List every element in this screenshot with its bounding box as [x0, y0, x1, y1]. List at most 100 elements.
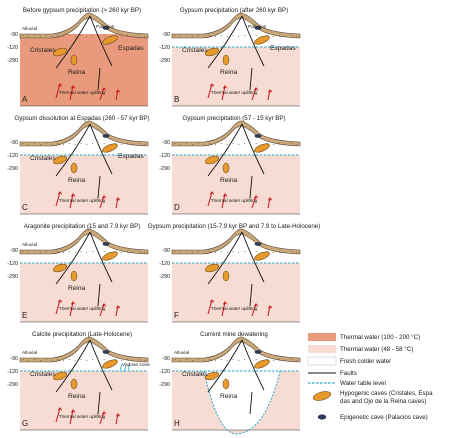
alluvial-grain	[132, 360, 134, 362]
alluvial-grain	[126, 359, 128, 361]
alluvial-grain	[278, 143, 280, 145]
panel-title: Gypsum precipitation (15-7.9 kyr BP and …	[148, 223, 321, 230]
alluvial-grain	[57, 143, 59, 145]
legend-item-watertable: Water table level	[308, 380, 386, 387]
fault-line	[207, 231, 243, 285]
alluvial-grain	[86, 144, 88, 146]
alluvial-grain	[180, 252, 182, 254]
thermal-arrow	[207, 83, 213, 99]
legend-item-fault: Faults	[308, 370, 357, 377]
cristales-label: Cristales	[182, 47, 208, 54]
alluvial-grain	[138, 359, 140, 361]
fault-line	[97, 175, 101, 199]
reina-cave	[222, 54, 230, 66]
fault-line	[249, 175, 253, 199]
cristales-cave	[53, 155, 67, 165]
thermal-arrow-head	[101, 87, 107, 91]
alluvial-cover	[19, 336, 149, 363]
reina-cave	[70, 270, 78, 282]
alluvial-grain	[80, 143, 82, 145]
depth-label: -290	[159, 58, 170, 64]
depth-label: -290	[7, 58, 18, 64]
vadose-arrow	[119, 363, 123, 371]
alluvial-grain	[51, 36, 53, 38]
alluvial-grain	[290, 143, 292, 145]
alluvial-grain	[226, 144, 228, 146]
thermal-arrow	[55, 407, 61, 423]
legend-label: Thermal water (48 - 58 °C)	[340, 346, 413, 353]
thermal-arrow-head	[222, 301, 228, 305]
reina-label: Reina	[220, 177, 238, 184]
fault-line	[89, 231, 113, 283]
alluvial-grain	[68, 35, 70, 37]
alluvial-grain	[209, 35, 211, 37]
espadas-label: Espadas	[270, 45, 296, 52]
alluvial-grain	[34, 35, 36, 37]
alluvial-grain	[74, 36, 76, 38]
alluvial-grain	[180, 144, 182, 146]
reina-label: Reina	[68, 177, 86, 184]
alluvial-grain	[278, 35, 280, 37]
thermal-water-label: Thermal water uplifting	[59, 306, 106, 311]
depth-label: -90	[10, 248, 18, 254]
panel-letter: E	[22, 311, 27, 320]
alluvial-grain	[238, 144, 240, 146]
alluvial-grain	[28, 144, 30, 146]
alluvial-grain	[296, 252, 298, 254]
thermal-arrow-head	[70, 193, 76, 197]
alluvial-grain	[232, 359, 234, 361]
alluvial-cover	[171, 12, 301, 39]
alluvial-grain	[244, 359, 246, 361]
alluvial-label: Alluvial	[22, 242, 37, 248]
alluvial-cover	[19, 12, 149, 39]
legend-label: Thermal water (100 - 200 °C)	[340, 334, 420, 341]
depth-label: -120	[159, 261, 170, 267]
thermal-arrow	[69, 301, 74, 317]
alluvial-grain	[51, 252, 53, 254]
depth-label: -90	[10, 32, 18, 38]
thermal-arrow	[69, 409, 74, 425]
legend: Thermal water (100 - 200 °C) Thermal wate…	[307, 333, 433, 421]
alluvial-grain	[203, 252, 205, 254]
alluvial-grain	[22, 359, 24, 361]
espadas-cave	[254, 251, 270, 261]
alluvial-grain	[22, 143, 24, 145]
legend-label: Fresh colder water	[340, 358, 391, 365]
depth-label: -90	[162, 32, 170, 38]
thermal-arrow	[251, 87, 257, 101]
thermal-arrow-head	[101, 303, 107, 307]
alluvial-grain	[238, 252, 240, 254]
legend-label: Epigenetic cave (Palacios cave)	[340, 414, 428, 421]
cristales-label: Cristales	[30, 371, 56, 378]
alluvial-grain	[92, 143, 94, 145]
legend-label-line: Hypogenic caves (Cristales, Espa	[340, 390, 433, 397]
depth-label: -90	[162, 356, 170, 362]
panel-title: Before gypsum precipitation (> 260 kyr B…	[23, 7, 141, 14]
alluvial-grain	[290, 35, 292, 37]
cristales-cave	[53, 47, 67, 57]
thermal-arrow	[221, 301, 226, 317]
thermal-arrow-head	[57, 299, 63, 303]
fault-line	[207, 339, 243, 393]
alluvial-grain	[92, 359, 94, 361]
depth-label: -290	[159, 382, 170, 388]
thermal-arrow-head	[209, 191, 215, 195]
alluvial-grain	[103, 359, 105, 361]
alluvial-grain	[45, 359, 47, 361]
alluvial-grain	[132, 36, 134, 38]
alluvial-grain	[255, 143, 257, 145]
legend-item-epi: Epigenetic cave (Palacios cave)	[317, 414, 428, 421]
vadose-arrow	[123, 365, 127, 373]
vadose-zone-label: Vadose zone	[122, 362, 150, 368]
alluvial-grain	[284, 36, 286, 38]
alluvial-grain	[191, 360, 193, 362]
reina-label: Reina	[68, 285, 86, 292]
thermal-arrow-head	[253, 303, 259, 307]
palacios-cave	[102, 134, 110, 138]
cristales-cave	[205, 155, 219, 165]
